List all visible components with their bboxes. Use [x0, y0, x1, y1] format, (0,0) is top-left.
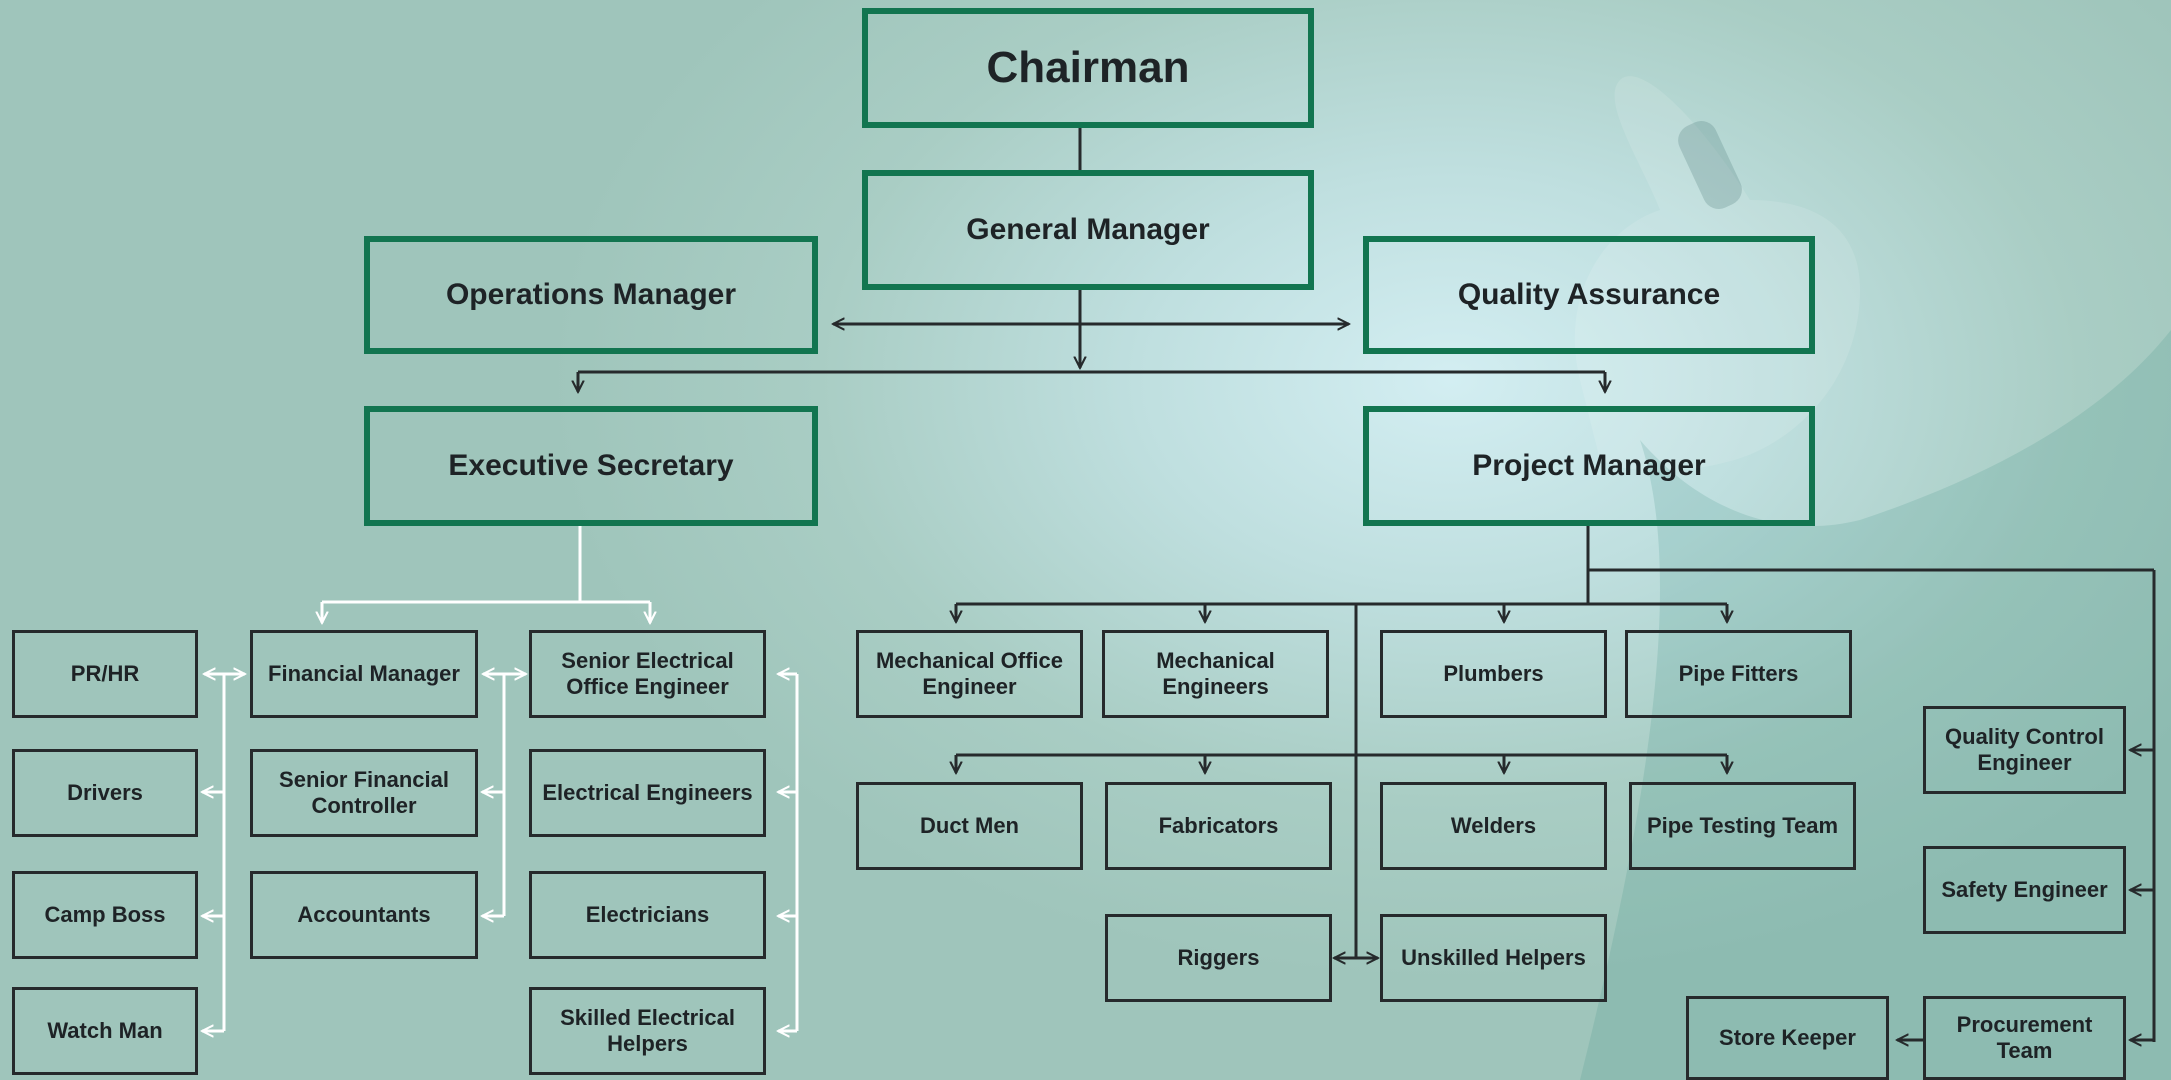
riggers-box: Riggers [1105, 914, 1332, 1002]
electricians-label: Electricians [585, 901, 710, 927]
electrical-engineers-label: Electrical Engineers [542, 779, 753, 805]
general-manager-box: General Manager [862, 170, 1314, 290]
quality-control-engineer-box: Quality Control Engineer [1923, 706, 2126, 794]
pipe-testing-team-label: Pipe Testing Team [1646, 812, 1839, 838]
operations-manager-box: Operations Manager [364, 236, 818, 354]
pr-hr-box: PR/HR [12, 630, 198, 718]
mechanical-office-engineer-label: Mechanical Office Engineer [875, 647, 1064, 699]
pipe-fitters-label: Pipe Fitters [1678, 660, 1799, 686]
accountants-label: Accountants [297, 901, 431, 927]
unskilled-helpers-box: Unskilled Helpers [1380, 914, 1607, 1002]
procurement-team-label: Procurement Team [1956, 1011, 2093, 1063]
senior-financial-controller-box: Senior Financial Controller [250, 749, 478, 837]
fabricators-box: Fabricators [1105, 782, 1332, 870]
skilled-electrical-helpers-box: Skilled Electrical Helpers [529, 987, 766, 1075]
quality-assurance-box: Quality Assurance [1363, 236, 1815, 354]
general-manager-label: General Manager [966, 213, 1210, 246]
unskilled-helpers-label: Unskilled Helpers [1401, 944, 1586, 970]
welders-box: Welders [1380, 782, 1607, 870]
duct-men-label: Duct Men [920, 812, 1019, 838]
safety-engineer-label: Safety Engineer [1941, 876, 2108, 902]
project-manager-box: Project Manager [1363, 406, 1815, 526]
chairman-box: Chairman [862, 8, 1314, 128]
mechanical-engineers-label: Mechanical Engineers [1156, 647, 1275, 699]
store-keeper-label: Store Keeper [1719, 1024, 1856, 1050]
project-manager-label: Project Manager [1472, 449, 1706, 482]
plumbers-box: Plumbers [1380, 630, 1607, 718]
fabricators-label: Fabricators [1158, 812, 1279, 838]
senior-electrical-office-engineer-box: Senior Electrical Office Engineer [529, 630, 766, 718]
safety-engineer-box: Safety Engineer [1923, 846, 2126, 934]
pr-hr-label: PR/HR [70, 660, 140, 686]
financial-manager-box: Financial Manager [250, 630, 478, 718]
pipe-testing-team-box: Pipe Testing Team [1629, 782, 1856, 870]
drivers-label: Drivers [67, 779, 143, 805]
quality-control-engineer-label: Quality Control Engineer [1945, 723, 2104, 775]
procurement-team-box: Procurement Team [1923, 996, 2126, 1080]
skilled-electrical-helpers-label: Skilled Electrical Helpers [560, 1004, 735, 1056]
senior-financial-controller-label: Senior Financial Controller [279, 766, 449, 818]
camp-boss-box: Camp Boss [12, 871, 198, 959]
camp-boss-label: Camp Boss [44, 901, 166, 927]
mechanical-office-engineer-box: Mechanical Office Engineer [856, 630, 1083, 718]
watch-man-box: Watch Man [12, 987, 198, 1075]
electricians-box: Electricians [529, 871, 766, 959]
drivers-box: Drivers [12, 749, 198, 837]
watch-man-label: Watch Man [47, 1017, 163, 1043]
duct-men-box: Duct Men [856, 782, 1083, 870]
plumbers-label: Plumbers [1443, 660, 1544, 686]
quality-assurance-label: Quality Assurance [1457, 278, 1721, 311]
store-keeper-box: Store Keeper [1686, 996, 1889, 1080]
senior-electrical-office-engineer-label: Senior Electrical Office Engineer [561, 647, 734, 699]
electrical-engineers-box: Electrical Engineers [529, 749, 766, 837]
executive-secretary-label: Executive Secretary [448, 449, 734, 482]
mechanical-engineers-box: Mechanical Engineers [1102, 630, 1329, 718]
riggers-label: Riggers [1177, 944, 1260, 970]
accountants-box: Accountants [250, 871, 478, 959]
financial-manager-label: Financial Manager [268, 660, 460, 686]
chairman-label: Chairman [986, 42, 1190, 92]
pipe-fitters-box: Pipe Fitters [1625, 630, 1852, 718]
operations-manager-label: Operations Manager [445, 278, 737, 311]
executive-secretary-box: Executive Secretary [364, 406, 818, 526]
welders-label: Welders [1450, 812, 1537, 838]
